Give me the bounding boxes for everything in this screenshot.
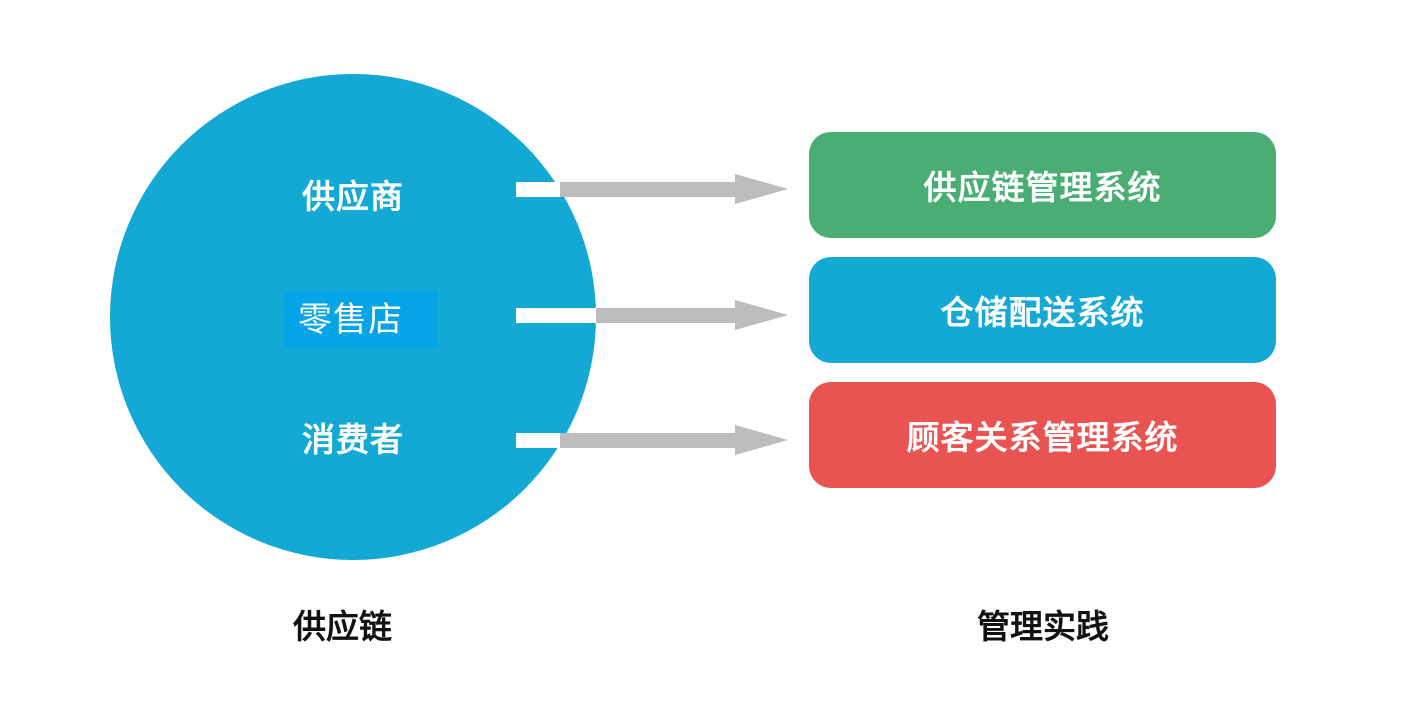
arrow-3	[516, 425, 788, 455]
arrow-3-shaft	[555, 433, 741, 448]
arrow-1-connector	[516, 182, 560, 197]
system-box-customer-relationship: 顾客关系管理系统	[809, 382, 1276, 488]
arrow-3-connector	[516, 433, 560, 448]
node-supplier: 供应商	[302, 177, 404, 216]
system-box-warehouse-distribution: 仓储配送系统	[809, 257, 1276, 363]
arrow-2	[516, 300, 788, 330]
caption-supply-chain: 供应链	[293, 607, 392, 646]
caption-management-practice: 管理实践	[977, 607, 1109, 646]
arrow-1-shaft	[555, 182, 741, 197]
arrow-3-head	[735, 425, 788, 455]
system-label-warehouse-distribution: 仓储配送系统	[940, 293, 1145, 332]
node-retail-store: 零售店	[298, 300, 403, 340]
arrow-1	[516, 174, 788, 204]
node-consumer: 消费者	[302, 420, 404, 459]
system-box-supply-chain-management: 供应链管理系统	[809, 132, 1276, 238]
system-label-customer-relationship: 顾客关系管理系统	[906, 418, 1179, 457]
arrow-2-connector	[516, 308, 596, 323]
system-label-supply-chain-management: 供应链管理系统	[923, 168, 1162, 207]
arrow-2-shaft	[594, 308, 741, 323]
node-retail-highlight	[284, 291, 438, 348]
arrow-2-head	[735, 300, 788, 330]
arrow-1-head	[735, 174, 788, 204]
